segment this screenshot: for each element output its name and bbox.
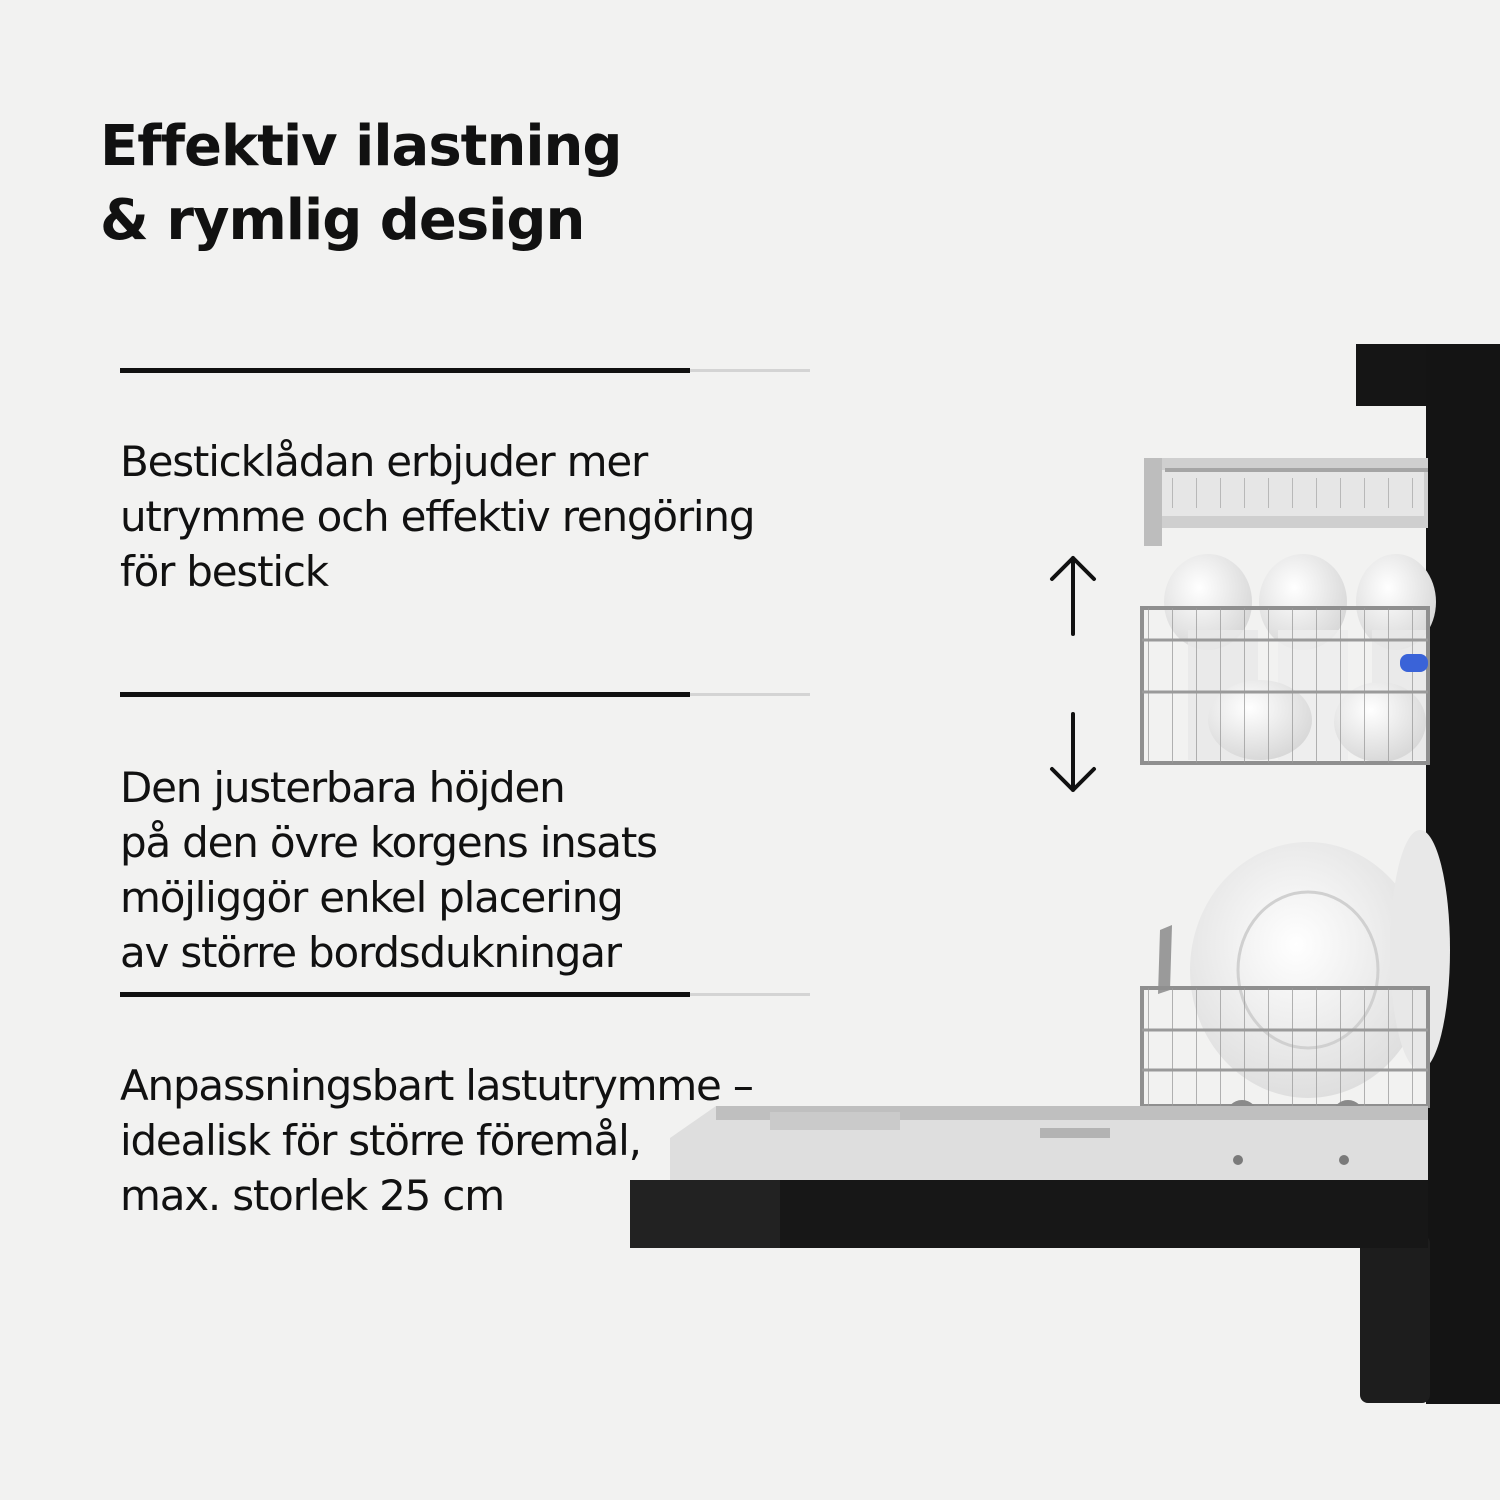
- feature-3-line-1: Anpassningsbart lastutrymme –: [120, 1061, 754, 1110]
- divider-2: [120, 692, 810, 698]
- title-line-1: Effektiv ilastning: [100, 114, 622, 179]
- open-door: [630, 1106, 1428, 1248]
- feature-3-line-2: idealisk för större föremål,: [120, 1116, 642, 1165]
- lower-basket: [1140, 830, 1450, 1132]
- cutlery-tray: [1144, 458, 1428, 546]
- feature-2-line-2: på den övre korgens insats: [120, 818, 658, 867]
- page-title: Effektiv ilastning & rymlig design: [100, 110, 800, 258]
- feature-2-line-1: Den justerbara höjden: [120, 763, 566, 812]
- divider-1: [120, 368, 810, 374]
- dishwasher-image: [630, 344, 1500, 1404]
- upper-basket: [1140, 554, 1436, 765]
- feature-loading-space: Anpassningsbart lastutrymme – idealisk f…: [120, 1058, 780, 1223]
- arrow-up-icon: [1050, 556, 1096, 636]
- feature-cutlery-drawer: Besticklådan erbjuder mer utrymme och ef…: [120, 434, 780, 599]
- feature-2-line-4: av större bordsdukningar: [120, 928, 622, 977]
- feature-1-line-1: Besticklådan erbjuder mer: [120, 437, 648, 486]
- feature-1-line-2: utrymme och effektiv rengöring: [120, 492, 755, 541]
- divider-3: [120, 992, 810, 998]
- feature-3-line-3: max. storlek 25 cm: [120, 1171, 505, 1220]
- feature-2-line-3: möjliggör enkel placering: [120, 873, 624, 922]
- feature-1-line-3: för bestick: [120, 547, 329, 596]
- feature-adjustable-height: Den justerbara höjden på den övre korgen…: [120, 760, 780, 980]
- title-line-2: & rymlig design: [100, 188, 585, 253]
- arrow-down-icon: [1050, 712, 1096, 792]
